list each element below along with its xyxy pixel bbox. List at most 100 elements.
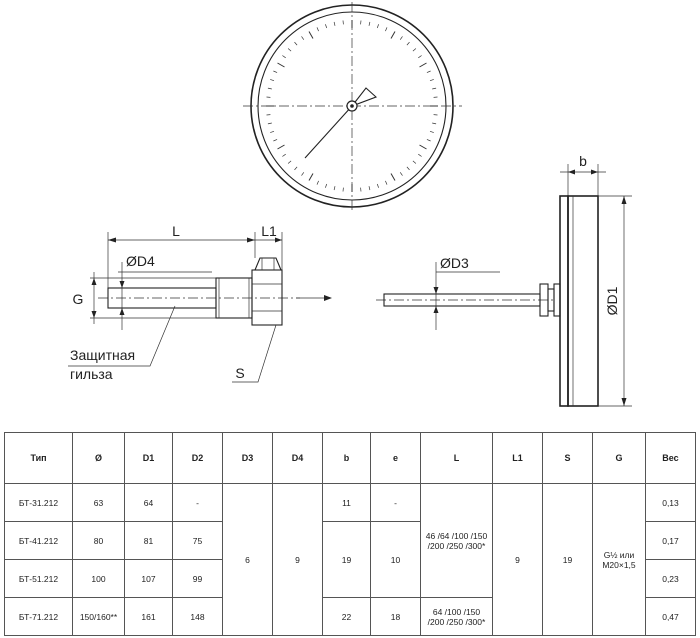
pointer-tail xyxy=(350,87,378,108)
dial-tick xyxy=(308,31,314,39)
cell-diameter: 63 xyxy=(72,483,125,522)
dial-tick xyxy=(418,153,422,157)
dial-tick xyxy=(412,48,417,52)
cell-weight: 0,13 xyxy=(645,483,696,522)
protective-sleeve-drawing xyxy=(68,232,332,383)
dial-tick xyxy=(432,122,437,125)
header-weight: Вес xyxy=(645,432,696,484)
cell-d1: 107 xyxy=(124,559,173,598)
dial-tick xyxy=(419,144,427,150)
dial-tick xyxy=(294,166,298,171)
table-row: БТ-71.212 150/160** 161 148 22 18 64 /10… xyxy=(4,597,696,636)
cell-l-group2-line1: 64 /100 /150 xyxy=(432,606,481,617)
cell-b-merged: 19 xyxy=(322,521,371,598)
cell-weight: 0,17 xyxy=(645,521,696,560)
cell-b: 22 xyxy=(322,597,371,636)
label-s: S xyxy=(235,365,244,381)
dial-tick xyxy=(419,62,427,68)
table-row: БТ-31.212 63 64 - 6 9 11 - 46 /64 /100 /… xyxy=(4,483,696,636)
header-b: b xyxy=(322,432,371,484)
cell-e: - xyxy=(370,483,421,522)
dial-tick xyxy=(294,41,298,46)
header-s: S xyxy=(542,432,593,484)
header-diameter: Ø xyxy=(72,432,125,484)
dial-tick xyxy=(277,144,285,150)
table-row: БТ-41.212 80 81 75 19 10 0,17 xyxy=(4,521,696,598)
header-e: e xyxy=(370,432,421,484)
label-d4: ØD4 xyxy=(126,253,155,269)
dial-tick xyxy=(412,160,417,164)
dial-tick xyxy=(325,183,328,188)
header-d3: D3 xyxy=(222,432,273,484)
cell-l-group1-line2: /200 /250 /300* xyxy=(427,540,486,551)
cell-weight: 0,23 xyxy=(645,559,696,598)
header-type: Тип xyxy=(4,432,73,484)
dial-tick xyxy=(301,36,305,40)
dial-tick xyxy=(333,186,336,191)
header-l: L xyxy=(420,432,493,484)
dial-tick xyxy=(287,160,292,164)
cell-l-group1-line1: 46 /64 /100 /150 xyxy=(425,530,488,541)
dial-tick xyxy=(325,24,328,29)
header-g: G xyxy=(592,432,646,484)
cell-e-merged: 10 xyxy=(370,521,421,598)
cell-l-group1: 46 /64 /100 /150 /200 /250 /300* xyxy=(420,483,493,598)
dial-tick xyxy=(406,41,410,46)
cell-g-line1: G½ или xyxy=(603,549,635,560)
dial-tick xyxy=(267,87,272,90)
dial-tick xyxy=(316,27,319,32)
dial-tick xyxy=(282,153,286,157)
cell-weight: 0,47 xyxy=(645,597,696,636)
dial-tick xyxy=(273,70,278,73)
cell-d4-merged: 9 xyxy=(272,483,323,636)
dial-tick xyxy=(368,186,371,191)
dial-tick xyxy=(406,166,410,171)
dial-tick xyxy=(429,79,434,82)
dial-tick xyxy=(432,87,437,90)
cell-l1-merged: 9 xyxy=(492,483,543,636)
cell-d1: 161 xyxy=(124,597,173,636)
cell-diameter: 80 xyxy=(72,521,125,560)
label-d3: ØD3 xyxy=(440,255,469,271)
cell-g-merged: G½ или M20×1,5 xyxy=(592,483,646,636)
cell-type: БТ-41.212 xyxy=(4,521,73,560)
label-l1: L1 xyxy=(261,223,277,239)
header-d2: D2 xyxy=(172,432,223,484)
cell-d2: 75 xyxy=(172,521,223,560)
cell-diameter: 150/160** xyxy=(72,597,125,636)
dial-tick xyxy=(282,55,286,59)
label-g: G xyxy=(73,291,84,307)
cell-d1: 64 xyxy=(124,483,173,522)
dial-tick xyxy=(385,180,388,185)
label-sleeve-line1: Защитная xyxy=(70,347,135,363)
dial-front-view xyxy=(243,2,462,212)
dial-tick xyxy=(399,36,403,40)
dial-tick xyxy=(390,31,396,39)
dial-tick xyxy=(301,172,305,176)
cell-b: 11 xyxy=(322,483,371,522)
header-d4: D4 xyxy=(272,432,323,484)
dial-tick xyxy=(429,130,434,133)
dial-pointer xyxy=(304,105,353,159)
technical-drawing: L L1 ØD4 G S Защитная гильза ØD3 b ØD1 xyxy=(68,2,632,407)
cell-diameter: 100 xyxy=(72,559,125,598)
cell-l-group2-line2: /200 /250 /300* xyxy=(427,616,486,627)
table-header-row: Тип Ø D1 D2 D3 D4 b e L L1 S G Вес xyxy=(4,432,696,484)
specification-table: Тип Ø D1 D2 D3 D4 b e L L1 S G Вес БТ-31… xyxy=(4,432,696,636)
cell-d2: 99 xyxy=(172,559,223,598)
dial-tick xyxy=(267,122,272,125)
label-d1: ØD1 xyxy=(604,286,620,315)
dial-tick xyxy=(287,48,292,52)
thermometer-side-view xyxy=(376,164,632,407)
dial-tick xyxy=(376,24,379,29)
dial-tick xyxy=(270,130,275,133)
cell-s-merged: 19 xyxy=(542,483,593,636)
dial-tick xyxy=(333,21,336,26)
dial-tick xyxy=(376,183,379,188)
cell-type: БТ-51.212 xyxy=(4,559,73,598)
dial-tick xyxy=(308,173,314,181)
cell-d3-merged: 6 xyxy=(222,483,273,636)
cell-d2: 148 xyxy=(172,597,223,636)
dial-tick xyxy=(316,180,319,185)
dial-tick xyxy=(368,21,371,26)
